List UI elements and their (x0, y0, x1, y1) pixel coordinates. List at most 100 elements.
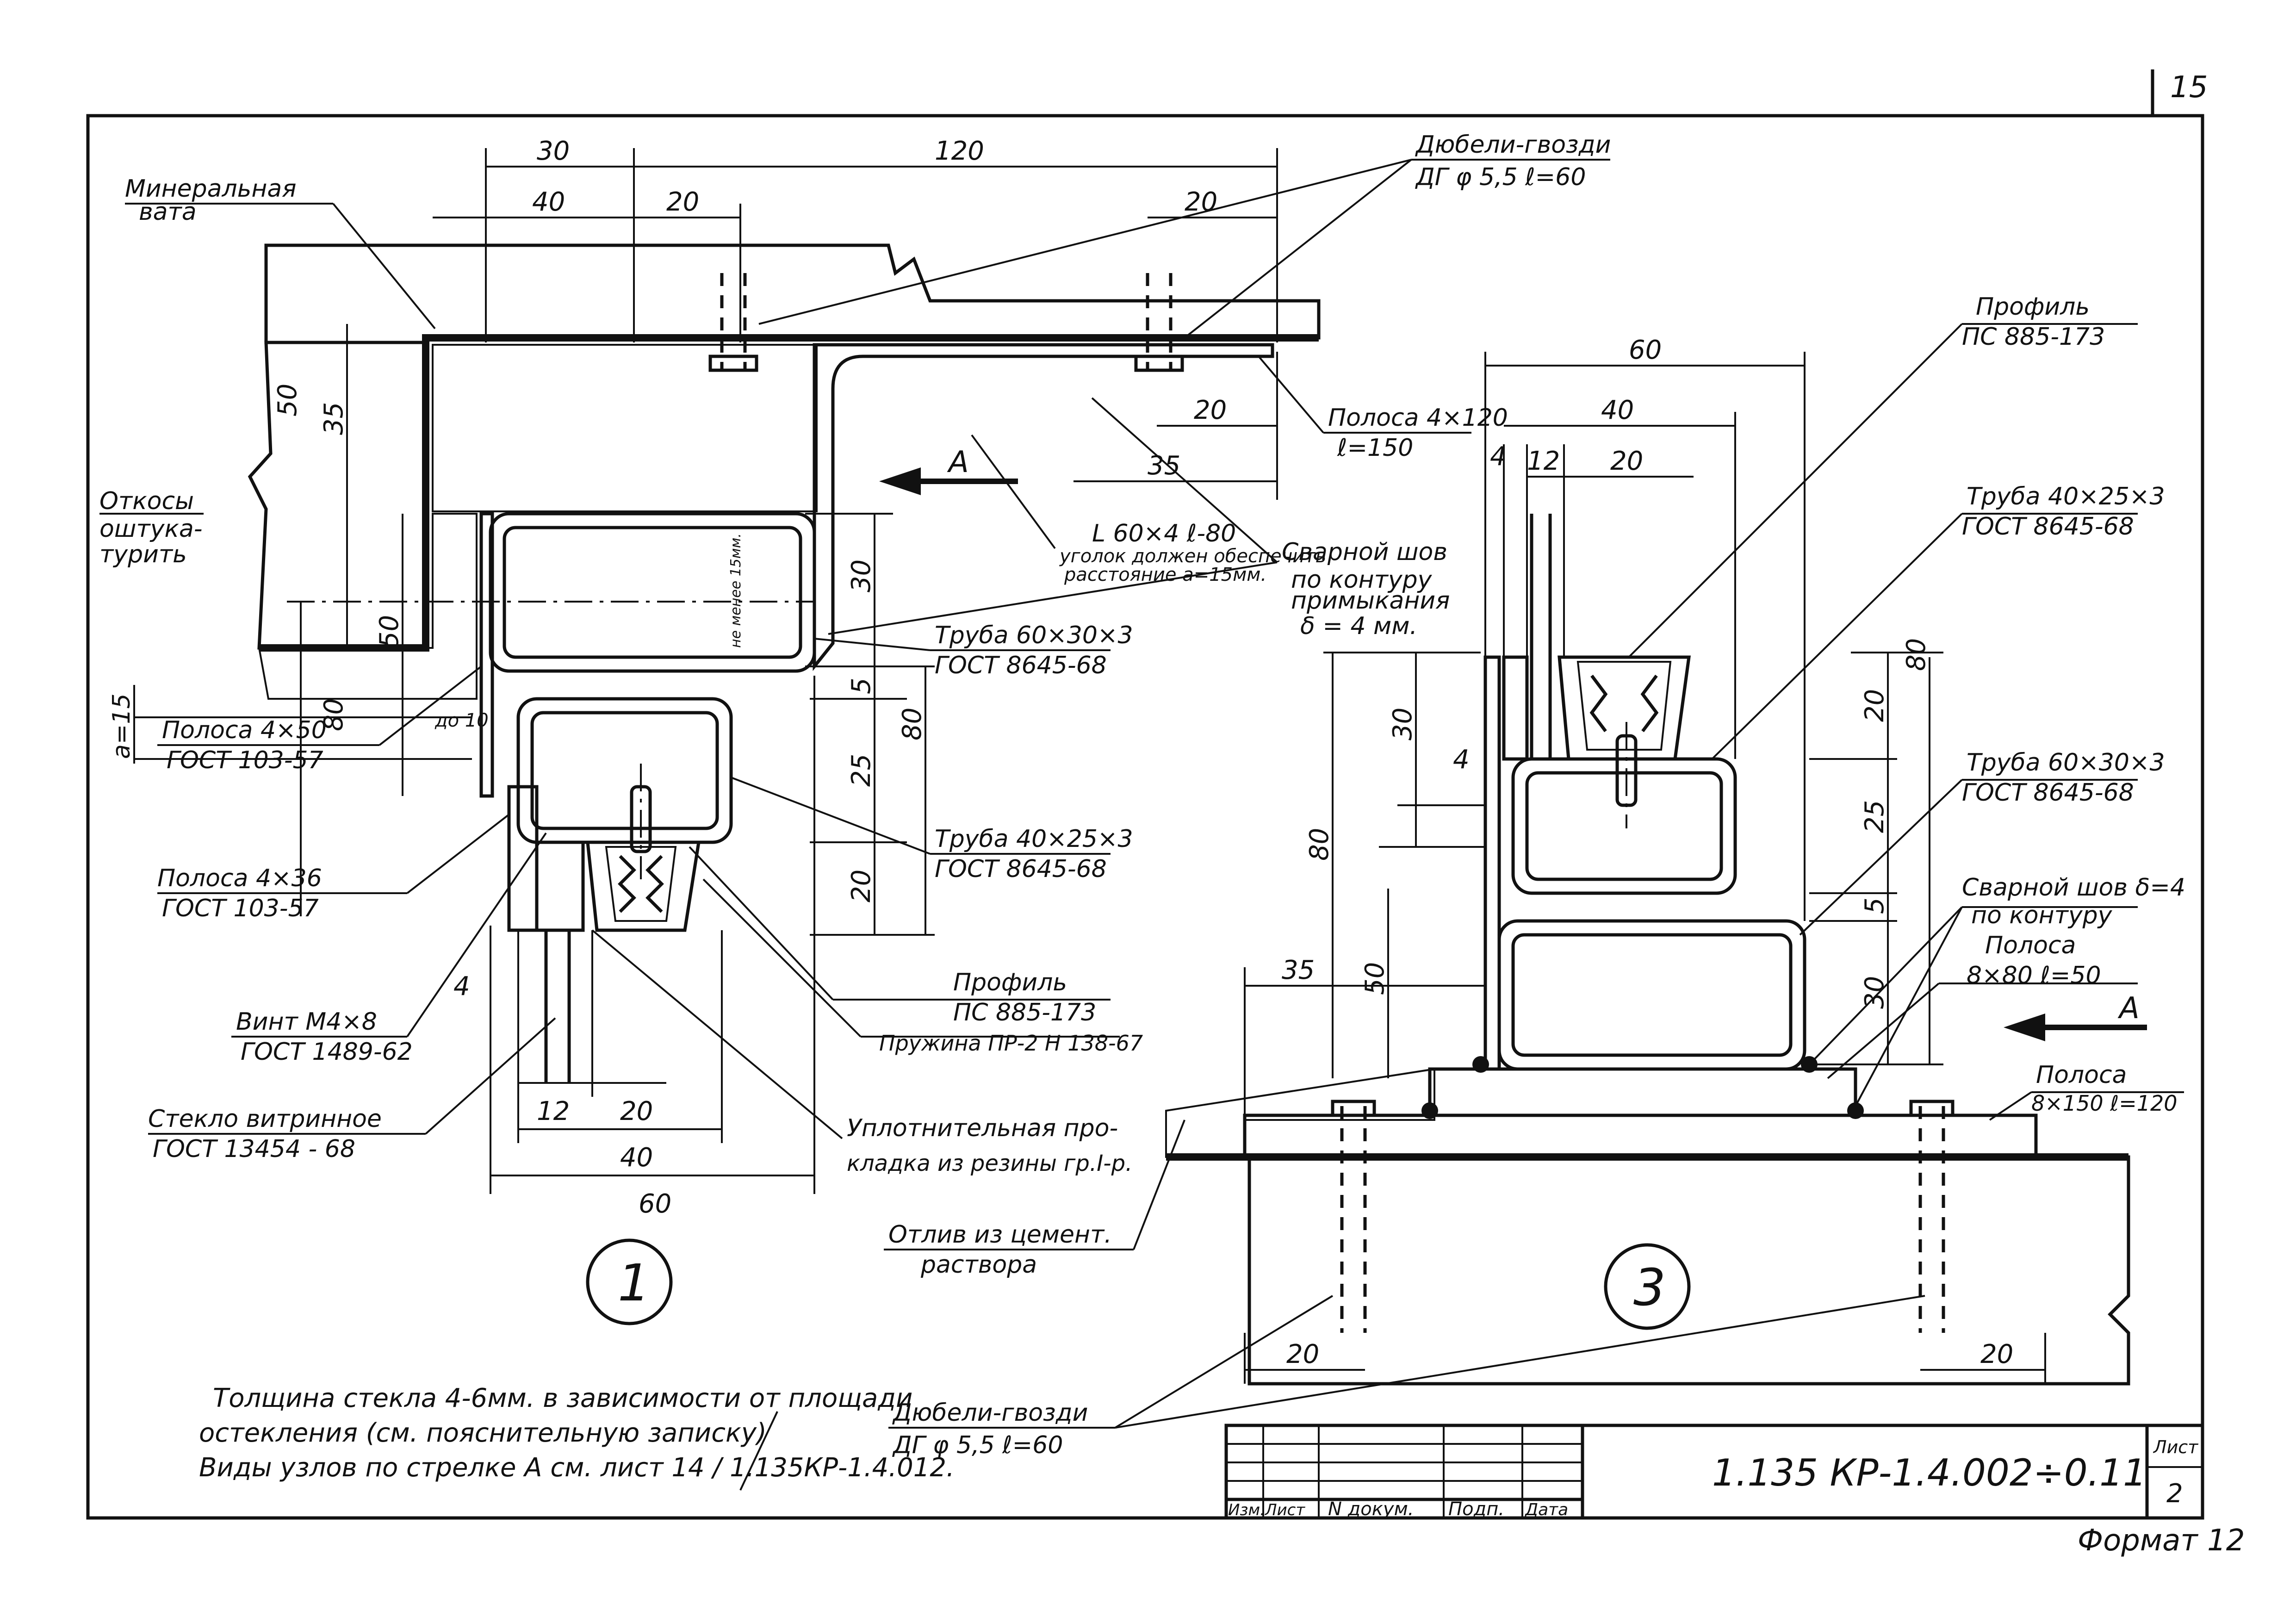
sheet-label: Лист (2153, 1437, 2199, 1457)
dim-50-node3-left: 50 (1360, 962, 1390, 995)
dim-20-node3-right: 20 (1860, 689, 1890, 722)
dim-40-node3: 40 (1601, 395, 1634, 425)
label-pipe40-3b: ГОСТ 8645-68 (1962, 513, 2134, 541)
label-drip-1: Отлив из цемент. (888, 1221, 1112, 1249)
label-dowels-top-2: ДГ φ 5,5 ℓ=60 (1415, 163, 1586, 191)
label-pipe40-1b: ГОСТ 8645-68 (935, 855, 1107, 883)
dim-120-top: 120 (935, 136, 984, 166)
label-mineral-wool-2: вата (139, 198, 197, 226)
label-pipe60-3a: Труба 60×30×3 (1967, 749, 2165, 777)
dim-35-left: 35 (319, 402, 349, 435)
dim-30-top: 30 (537, 136, 570, 166)
dim-80-node3-left: 80 (1304, 828, 1334, 861)
dim-20-bottom: 20 (620, 1096, 653, 1126)
label-pipe40-1a: Труба 40×25×3 (935, 825, 1133, 853)
dim-35-node3: 35 (1282, 955, 1315, 985)
node-1-marker (586, 1238, 673, 1325)
label-pipe60-3b: ГОСТ 8645-68 (1962, 779, 2134, 807)
label-weld-3-1: Сварной шов δ=4 (1962, 874, 2185, 902)
dim-5-node3-right: 5 (1860, 897, 1890, 914)
dim-30-node3-left: 30 (1388, 708, 1418, 740)
title-col-izm: Изм. (1228, 1501, 1265, 1519)
label-strip-4x120-1: Полоса 4×120 (1328, 404, 1508, 432)
dim-25-right: 25 (846, 754, 876, 787)
dim-60-bottom: 60 (639, 1189, 671, 1219)
dim-12-node3: 12 (1527, 446, 1560, 476)
node-1-section (248, 243, 1321, 1083)
title-col-list: Лист (1264, 1501, 1305, 1519)
dim-20-top: 20 (666, 187, 699, 217)
dim-40-bottom: 40 (620, 1143, 653, 1173)
node-3-section (1165, 514, 2130, 1386)
label-gasket-1: Уплотнительная про- (847, 1114, 1118, 1142)
label-profile-1a: Профиль (953, 969, 1067, 996)
label-strip-8x80-1: Полоса (1985, 932, 2076, 959)
label-glass-2: ГОСТ 13454 - 68 (153, 1135, 355, 1163)
sheet-frame (86, 69, 2204, 1520)
label-weld-1-3: примыкания (1291, 587, 1450, 615)
node-3-number: 3 (1633, 1258, 1666, 1317)
label-strip-4x36-2: ГОСТ 103-57 (162, 895, 319, 922)
label-screw-1: Винт М4×8 (236, 1008, 377, 1036)
label-slopes-1: Откосы (99, 487, 194, 515)
dim-4-left: 4 (453, 971, 470, 1001)
note-line-1: Толщина стекла 4-6мм. в зависимости от п… (213, 1383, 912, 1413)
label-pipe40-3a: Труба 40×25×3 (1967, 483, 2165, 510)
dim-80-right: 80 (897, 708, 927, 740)
label-arrow-a-1: А (947, 445, 969, 479)
label-weld-1-4: δ = 4 мм. (1300, 612, 1417, 640)
document-code: 1.135 КР-1.4.002÷0.11 (1712, 1451, 2147, 1494)
label-slopes-3: турить (99, 541, 187, 568)
label-spring: Пружина ПР-2 Н 138-67 (879, 1031, 1143, 1056)
label-pipe60-1b: ГОСТ 8645-68 (935, 652, 1107, 679)
dim-min-15mm: не менее 15мм. (728, 533, 744, 648)
label-drip-2: раствора (920, 1251, 1037, 1279)
dim-30-right: 30 (846, 560, 876, 592)
label-weld-1-2: по контуру (1291, 566, 1433, 594)
dim-12-bottom: 12 (537, 1096, 570, 1126)
label-strip-8x80-2: 8×80 ℓ=50 (1967, 962, 2101, 989)
label-mineral-wool-1: Минеральная (125, 175, 297, 203)
dim-20-node3-bottom-right: 20 (1980, 1339, 2013, 1369)
label-profile-3b: ПС 885-173 (1962, 323, 2105, 351)
label-strip-4x120-2: ℓ=150 (1337, 434, 1413, 462)
label-angle-3: расстояние а=15мм. (1064, 564, 1266, 585)
format-label: Формат 12 (2078, 1524, 2245, 1558)
dim-25-node3-right: 25 (1860, 800, 1890, 833)
label-dowels-bottom-2: ДГ φ 5,5 ℓ=60 (892, 1431, 1063, 1459)
dim-4-node3-top: 4 (1490, 442, 1507, 472)
node-3-dimensions (1244, 352, 2046, 1384)
dim-30-node3-right: 30 (1860, 976, 1890, 1009)
dim-50-left-upper: 50 (273, 384, 303, 417)
label-weld-1-1: Сварной шов (1282, 538, 1447, 566)
title-col-sign: Подп. (1448, 1499, 1504, 1520)
label-strip-8x150-2: 8×150 ℓ=120 (2031, 1091, 2178, 1116)
label-profile-1b: ПС 885-173 (953, 999, 1096, 1026)
label-strip-8x150-1: Полоса (2036, 1061, 2127, 1089)
dim-20-mid-right: 20 (1194, 395, 1227, 425)
dim-40-top: 40 (532, 187, 565, 217)
dim-20-right: 20 (846, 870, 876, 902)
title-block (1224, 1424, 2204, 1520)
dim-5-right: 5 (846, 678, 876, 694)
dim-50-left-lower: 50 (374, 615, 404, 648)
dim-20-node3-bottom-left: 20 (1286, 1339, 1319, 1369)
label-weld-3-2: по контуру (1971, 902, 2113, 929)
label-screw-2: ГОСТ 1489-62 (241, 1038, 413, 1066)
label-dowels-bottom-1: Дюбели-гвозди (892, 1399, 1088, 1427)
note-line-3: Виды узлов по стрелке А см. лист 14 / 1.… (199, 1453, 955, 1483)
dim-80-node3-right: 80 (1901, 638, 1931, 671)
node-3-marker (1604, 1243, 1691, 1330)
label-slopes-2: оштука- (99, 515, 203, 543)
label-pipe60-1a: Труба 60×30×3 (935, 622, 1133, 649)
label-profile-3a: Профиль (1976, 293, 2090, 321)
dim-80-left: 80 (319, 698, 349, 731)
label-strip-4x36-1: Полоса 4×36 (157, 864, 322, 892)
note-line-2: остекления (см. пояснительную записку) (199, 1418, 767, 1448)
node-1-number: 1 (618, 1253, 650, 1312)
general-notes (739, 1411, 778, 1491)
dim-60-node3: 60 (1629, 335, 1662, 365)
label-dowels-top-1: Дюбели-гвозди (1415, 131, 1611, 159)
label-angle-2: уголок должен обеспечить (1059, 546, 1326, 567)
